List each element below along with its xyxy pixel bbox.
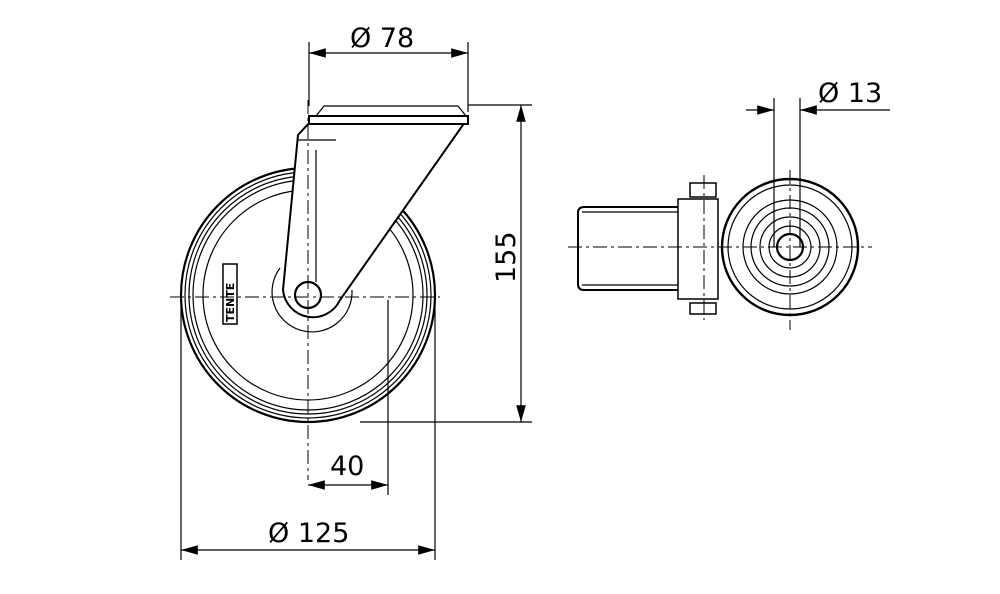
wheel-diameter-label: Ø 125 bbox=[268, 518, 349, 549]
side-view: TENTE bbox=[170, 100, 469, 480]
dimension-offset: 40 bbox=[308, 300, 389, 495]
swivel-fork bbox=[281, 121, 467, 319]
mounting-plate bbox=[308, 105, 469, 125]
plate-diameter-label: Ø 78 bbox=[350, 23, 414, 54]
dimension-height: 155 bbox=[360, 104, 532, 423]
dimension-wheel-diameter: Ø 125 bbox=[180, 295, 436, 560]
tente-logo: TENTE bbox=[222, 263, 238, 325]
dimension-bore-diameter: Ø 13 bbox=[746, 78, 890, 247]
brand-logo-text: TENTE bbox=[224, 283, 237, 322]
dimension-plate-diameter: Ø 78 bbox=[308, 23, 469, 112]
height-label: 155 bbox=[491, 231, 522, 283]
bore-diameter-label: Ø 13 bbox=[818, 78, 882, 109]
front-view bbox=[568, 170, 872, 330]
offset-label: 40 bbox=[330, 451, 364, 482]
